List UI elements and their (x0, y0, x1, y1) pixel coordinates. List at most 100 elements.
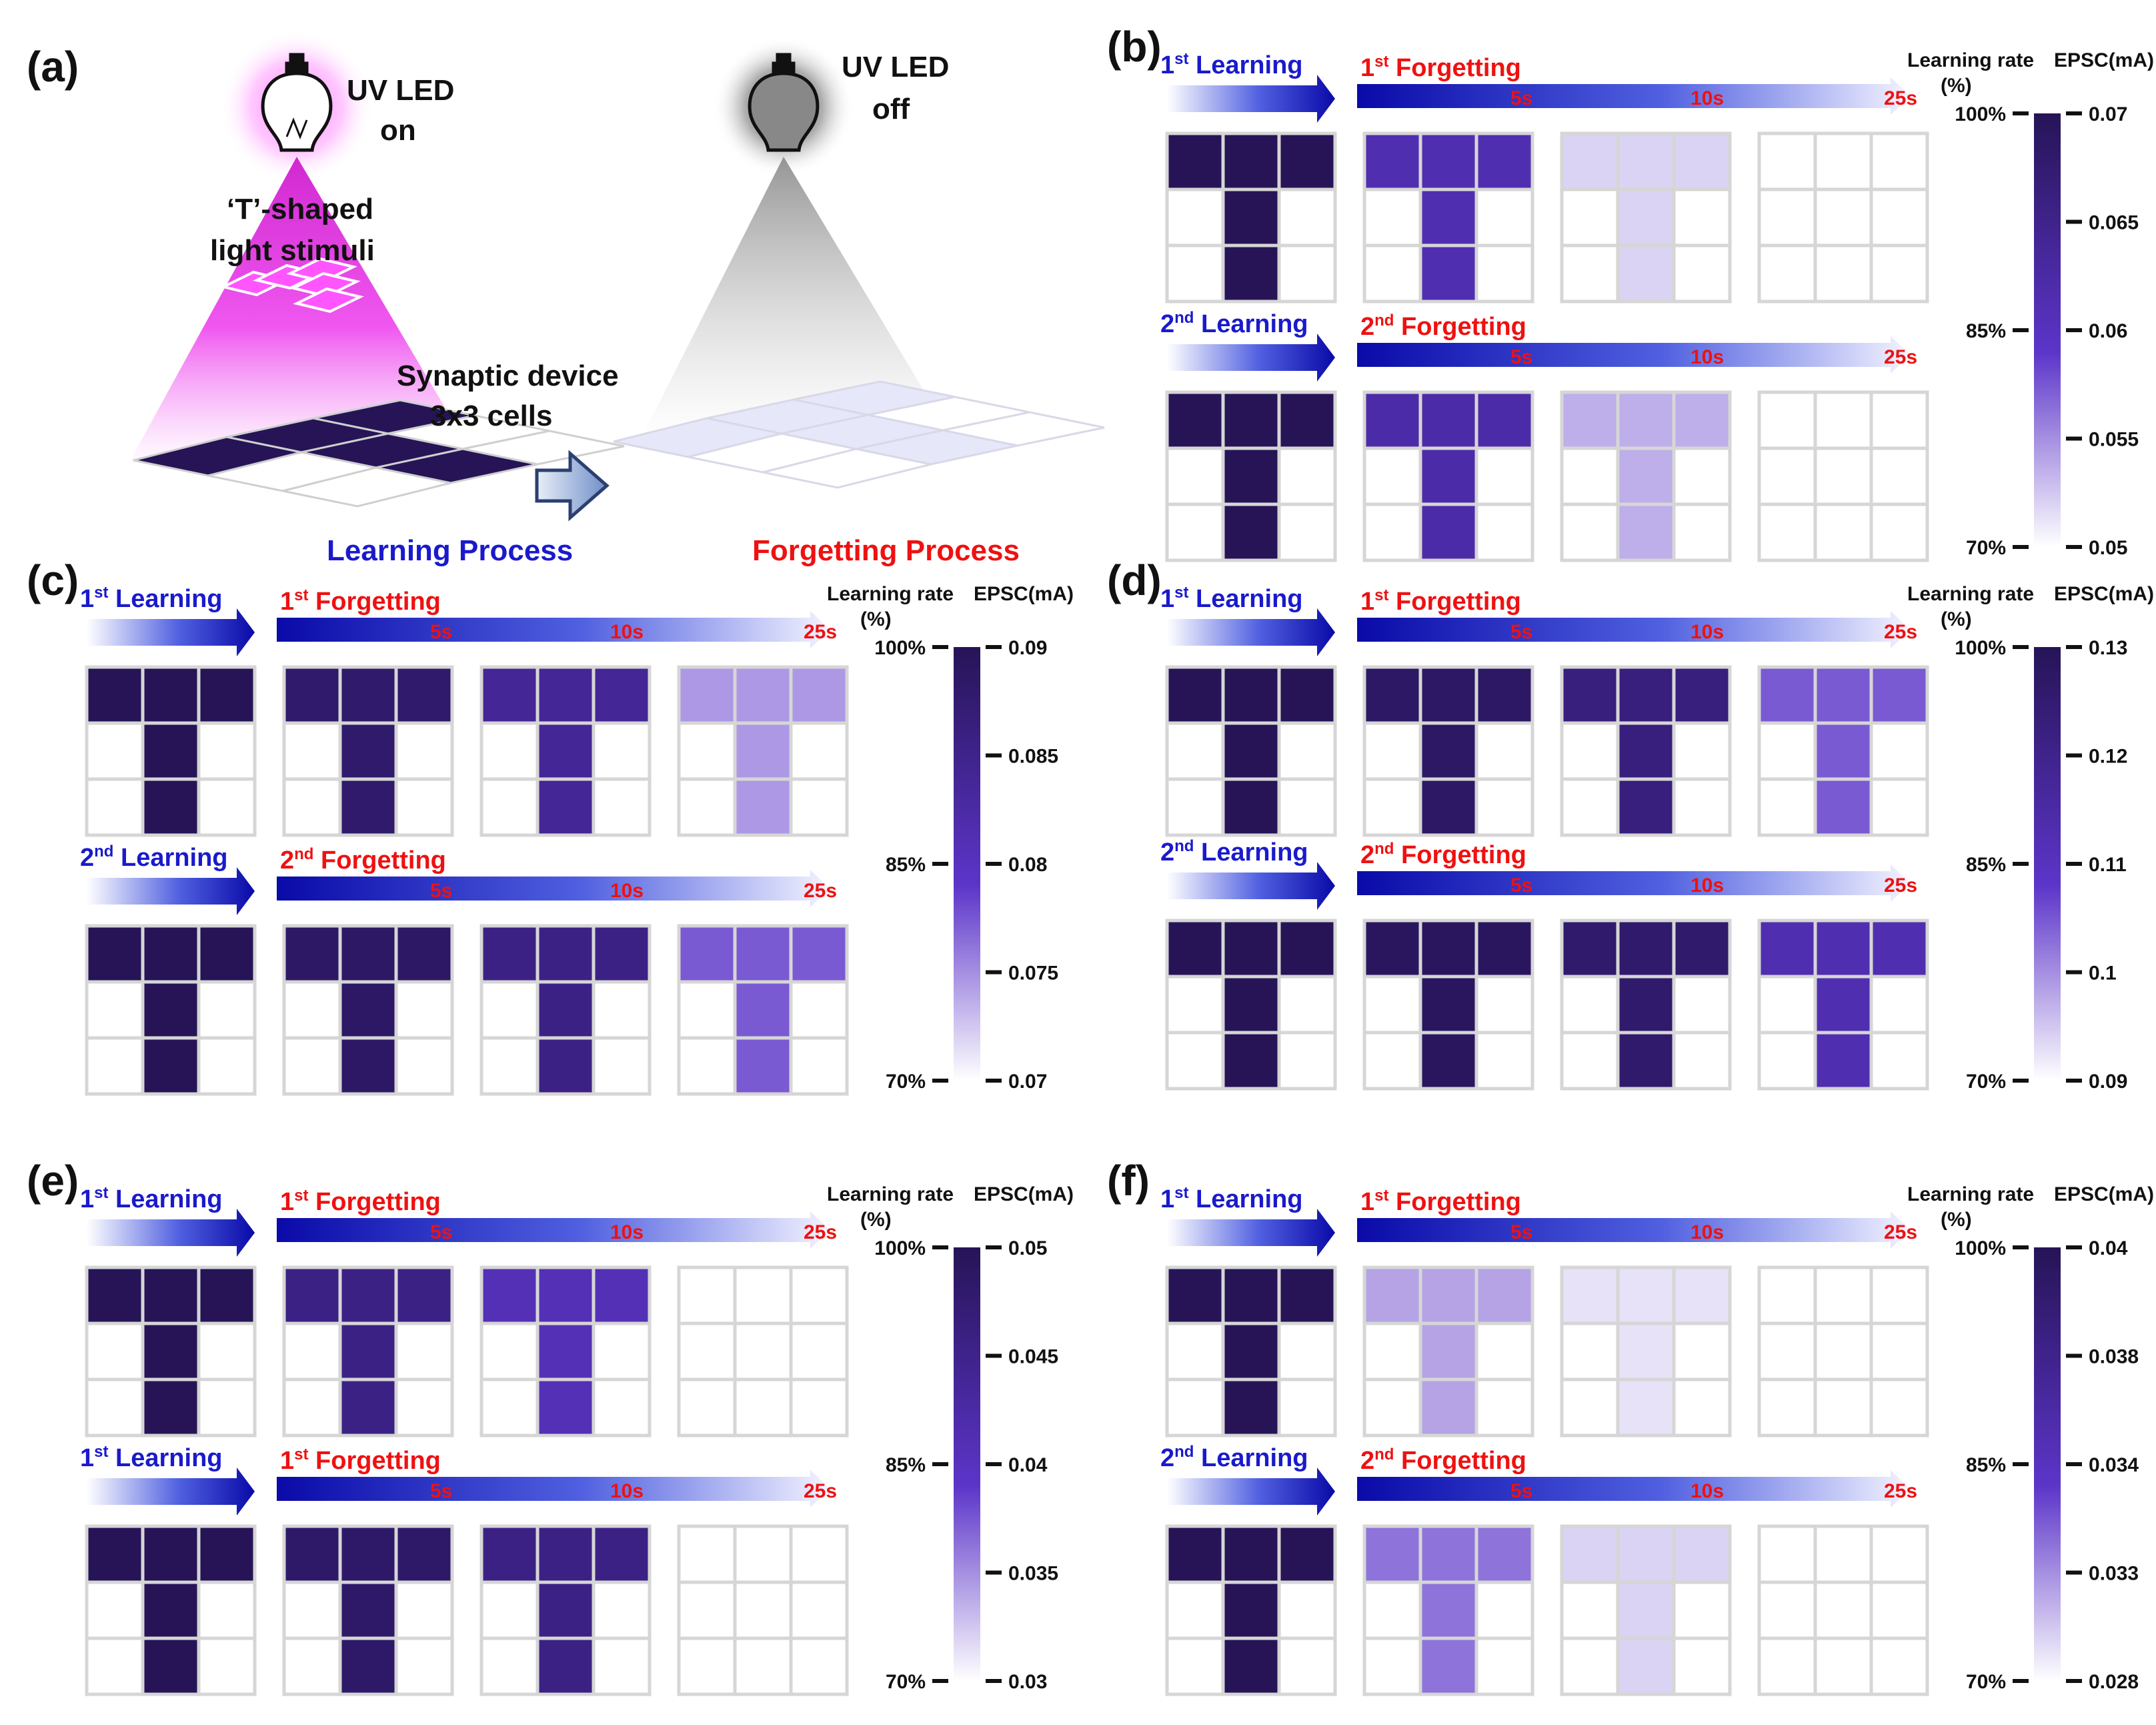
cell-inactive (1869, 131, 1929, 191)
learning-rate-label: Learning rate (1907, 1183, 2034, 1205)
cell-inactive (1277, 502, 1337, 562)
epsc-label: EPSC(mA) (974, 1183, 1074, 1205)
led-on-line1: UV LED (347, 74, 454, 107)
cell-inactive (1813, 131, 1873, 191)
cell-active (1474, 665, 1534, 725)
cell-inactive (197, 1580, 257, 1640)
grid-stage-3 (1757, 1524, 1929, 1696)
grid-stage-0 (85, 924, 257, 1096)
epsc-tick-label: 0.033 (2089, 1563, 2139, 1585)
cell-inactive (197, 777, 257, 837)
rate-tick-label: 85% (1966, 320, 2006, 342)
cell-inactive (789, 777, 849, 837)
cell-inactive (789, 1524, 849, 1584)
cell-inactive (1362, 1321, 1422, 1381)
learning-label: 1st Learning (1160, 50, 1303, 79)
time-label-25s: 25s (1884, 1480, 1917, 1502)
cell-inactive (1474, 446, 1534, 506)
cell-inactive (197, 1036, 257, 1096)
rate-tick-label: 100% (874, 637, 926, 659)
cell-active (535, 924, 596, 984)
grid-stage-2 (1560, 1524, 1732, 1696)
cell-active (1616, 1265, 1676, 1325)
cell-active (535, 1036, 596, 1096)
time-label-10s: 10s (1691, 87, 1724, 109)
cell-active (1616, 131, 1676, 191)
cell-inactive (592, 721, 652, 781)
cell-inactive (1277, 777, 1337, 837)
cell-inactive (1869, 1265, 1929, 1325)
learning-arrow-icon (87, 867, 255, 915)
cell-inactive (197, 1636, 257, 1696)
cell-active (338, 1036, 398, 1096)
cell-inactive (282, 980, 342, 1040)
cell-active (733, 1036, 793, 1096)
cell-active (1616, 919, 1676, 979)
learning-arrow-icon (1167, 862, 1335, 910)
cell-inactive (1362, 1377, 1422, 1438)
cell-active (1418, 777, 1478, 837)
time-label-10s: 10s (1691, 875, 1724, 897)
cell-active (282, 665, 342, 725)
cell-active (733, 721, 793, 781)
cell-active (141, 721, 201, 781)
learning-label: 1st Learning (1160, 584, 1303, 613)
cell-inactive (479, 777, 540, 837)
cell-inactive (1757, 1524, 1817, 1584)
cell-active (1221, 502, 1281, 562)
cell-inactive (1869, 721, 1929, 781)
cell-active (1362, 131, 1422, 191)
cell-inactive (1165, 1636, 1225, 1696)
grid-stage-3 (1757, 919, 1929, 1091)
panel-a: (a) UV LED on ‘T’-shaped light stimuli (27, 30, 1105, 567)
learning-arrow-icon (1167, 334, 1335, 382)
cell-active (1418, 1377, 1478, 1438)
cell-inactive (479, 721, 540, 781)
grid-stage-2 (479, 665, 652, 837)
rate-tick-label: 85% (1966, 1454, 2006, 1476)
cell-active (1221, 390, 1281, 450)
cell-inactive (1813, 1265, 1873, 1325)
forgetting-label: 2nd Forgetting (1360, 312, 1526, 341)
cell-inactive (1165, 777, 1225, 837)
time-label-10s: 10s (610, 1480, 644, 1502)
colorbar-gradient (954, 647, 980, 1081)
cell-active (1221, 187, 1281, 247)
grid-stage-0 (85, 665, 257, 837)
cell-active (1418, 446, 1478, 506)
cell-active (1672, 919, 1732, 979)
cell-active (1165, 131, 1225, 191)
cell-inactive (85, 980, 145, 1040)
cell-active (1757, 665, 1817, 725)
cell-inactive (1560, 777, 1620, 837)
grid-stage-1 (1362, 919, 1534, 1091)
synaptic-device-learning (133, 399, 625, 508)
cell-active (1418, 390, 1478, 450)
forgetting-timeline-arrow (1357, 611, 1911, 648)
grid-stage-0 (85, 1265, 257, 1438)
cell-active (733, 665, 793, 725)
cell-inactive (1277, 446, 1337, 506)
cell-inactive (1560, 446, 1620, 506)
cell-active (535, 1636, 596, 1696)
rate-tick-label: 85% (886, 1454, 926, 1476)
cell-inactive (1277, 975, 1337, 1035)
learning-label: 2nd Learning (80, 842, 228, 872)
cell-inactive (1474, 243, 1534, 304)
cell-inactive (1869, 1321, 1929, 1381)
epsc-tick-label: 0.03 (1008, 1671, 1047, 1693)
forgetting-timeline-arrow (277, 870, 830, 907)
cell-inactive (1277, 1031, 1337, 1091)
cell-inactive (789, 1377, 849, 1438)
cell-inactive (1672, 1321, 1732, 1381)
cell-active (1616, 721, 1676, 781)
learning-rate-label: Learning rate (827, 583, 954, 605)
time-label-25s: 25s (804, 1221, 837, 1243)
grid-stage-2 (479, 1265, 652, 1438)
cell-inactive (282, 1636, 342, 1696)
cell-inactive (592, 1377, 652, 1438)
